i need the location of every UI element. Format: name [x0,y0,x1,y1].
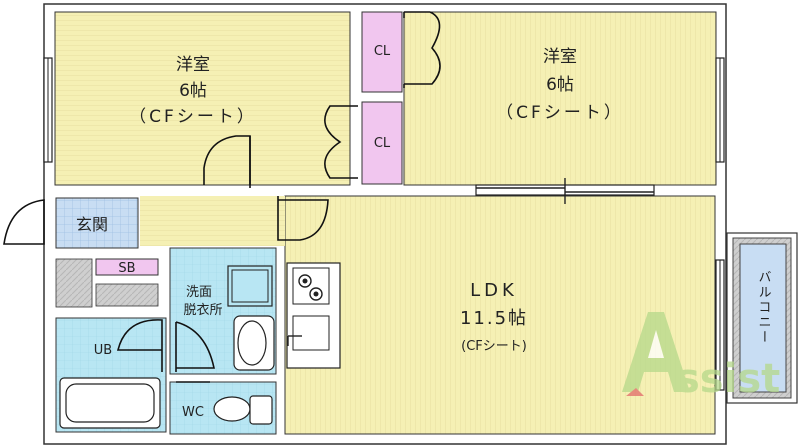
balcony-label: バルコニー [756,270,772,345]
western-left-title: 洋室 [176,55,210,75]
washroom-label-1: 洗面 [186,285,212,300]
stove [292,267,330,305]
closet-top [361,11,403,93]
western-left-material: （CFシート） [129,107,257,127]
toilet-bowl [213,396,251,422]
storage-hatch-mid [95,283,159,307]
storage-hatch-left [55,258,93,308]
svg-text:ssist: ssist [676,356,780,402]
western-room-right [403,11,717,186]
entrance [55,197,139,249]
door-hallway [277,196,329,241]
ldk-size: 11.5帖 [460,308,528,329]
window-ldk [715,259,725,391]
closet-top-label: CL [374,44,391,59]
toilet-label: WC [182,405,204,420]
door-left-room [203,135,251,185]
western-room-left [54,11,351,186]
shoe-box-label: SB [118,261,135,276]
sliding-door-ldk [475,178,655,204]
western-right-title: 洋室 [543,47,577,67]
window-right [715,57,725,163]
sink [292,315,330,351]
assist-logo: ssist [622,312,780,402]
western-right-size: 6帖 [546,75,574,95]
western-left-size: 6帖 [179,81,207,101]
closet-mid [361,101,403,185]
washroom-label-2: 脱衣所 [183,302,222,318]
bath-label: UB [94,343,112,358]
door-bath [116,319,163,372]
ldk-room [284,195,716,435]
entrance-label: 玄関 [76,215,108,234]
door-entrance [3,199,45,245]
door-washroom [175,321,215,372]
closet-mid-label: CL [374,136,391,151]
ldk-material: (CFシート) [461,339,527,354]
window-left [43,57,53,163]
shoe-box [95,258,159,276]
ldk-title: LDK [470,280,518,301]
closet-door-mid [324,105,358,179]
washer-space [227,265,273,307]
western-right-material: （CFシート） [496,103,624,123]
closet-door-top [403,11,441,88]
